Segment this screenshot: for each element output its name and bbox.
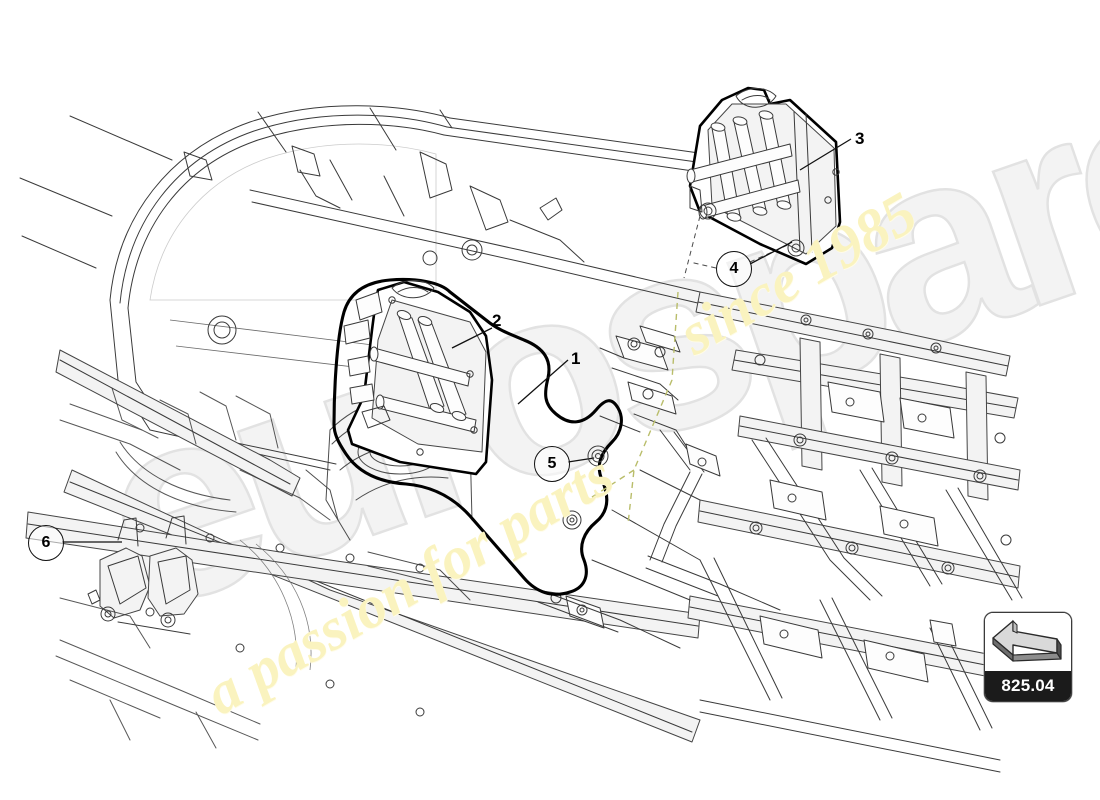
part-group-number: 825.04 [985,671,1071,701]
callout-3: 3 [855,129,865,148]
left-lower-structure [55,387,331,749]
arrow-left-3d-icon [985,613,1071,671]
callout-4: 4 [716,251,752,287]
chassis-rails-upper [183,145,703,345]
callout-2: 2 [492,311,502,330]
highlighted-part-outline [332,278,623,596]
callout-leader-lines [62,138,852,543]
rear-frame-structure [591,291,1023,773]
hinge-cluster [537,325,781,649]
callout-6: 6 [28,525,64,561]
mount-grommets [562,445,609,530]
callout-1: 1 [571,349,581,368]
part-group-badge[interactable]: 825.04 [984,612,1072,702]
installed-bracket-part [343,280,494,476]
seat-mount-brackets [87,515,199,635]
exploded-bracket-part [686,86,842,266]
chassis-main-rail [25,349,701,743]
callout-5: 5 [534,446,570,482]
